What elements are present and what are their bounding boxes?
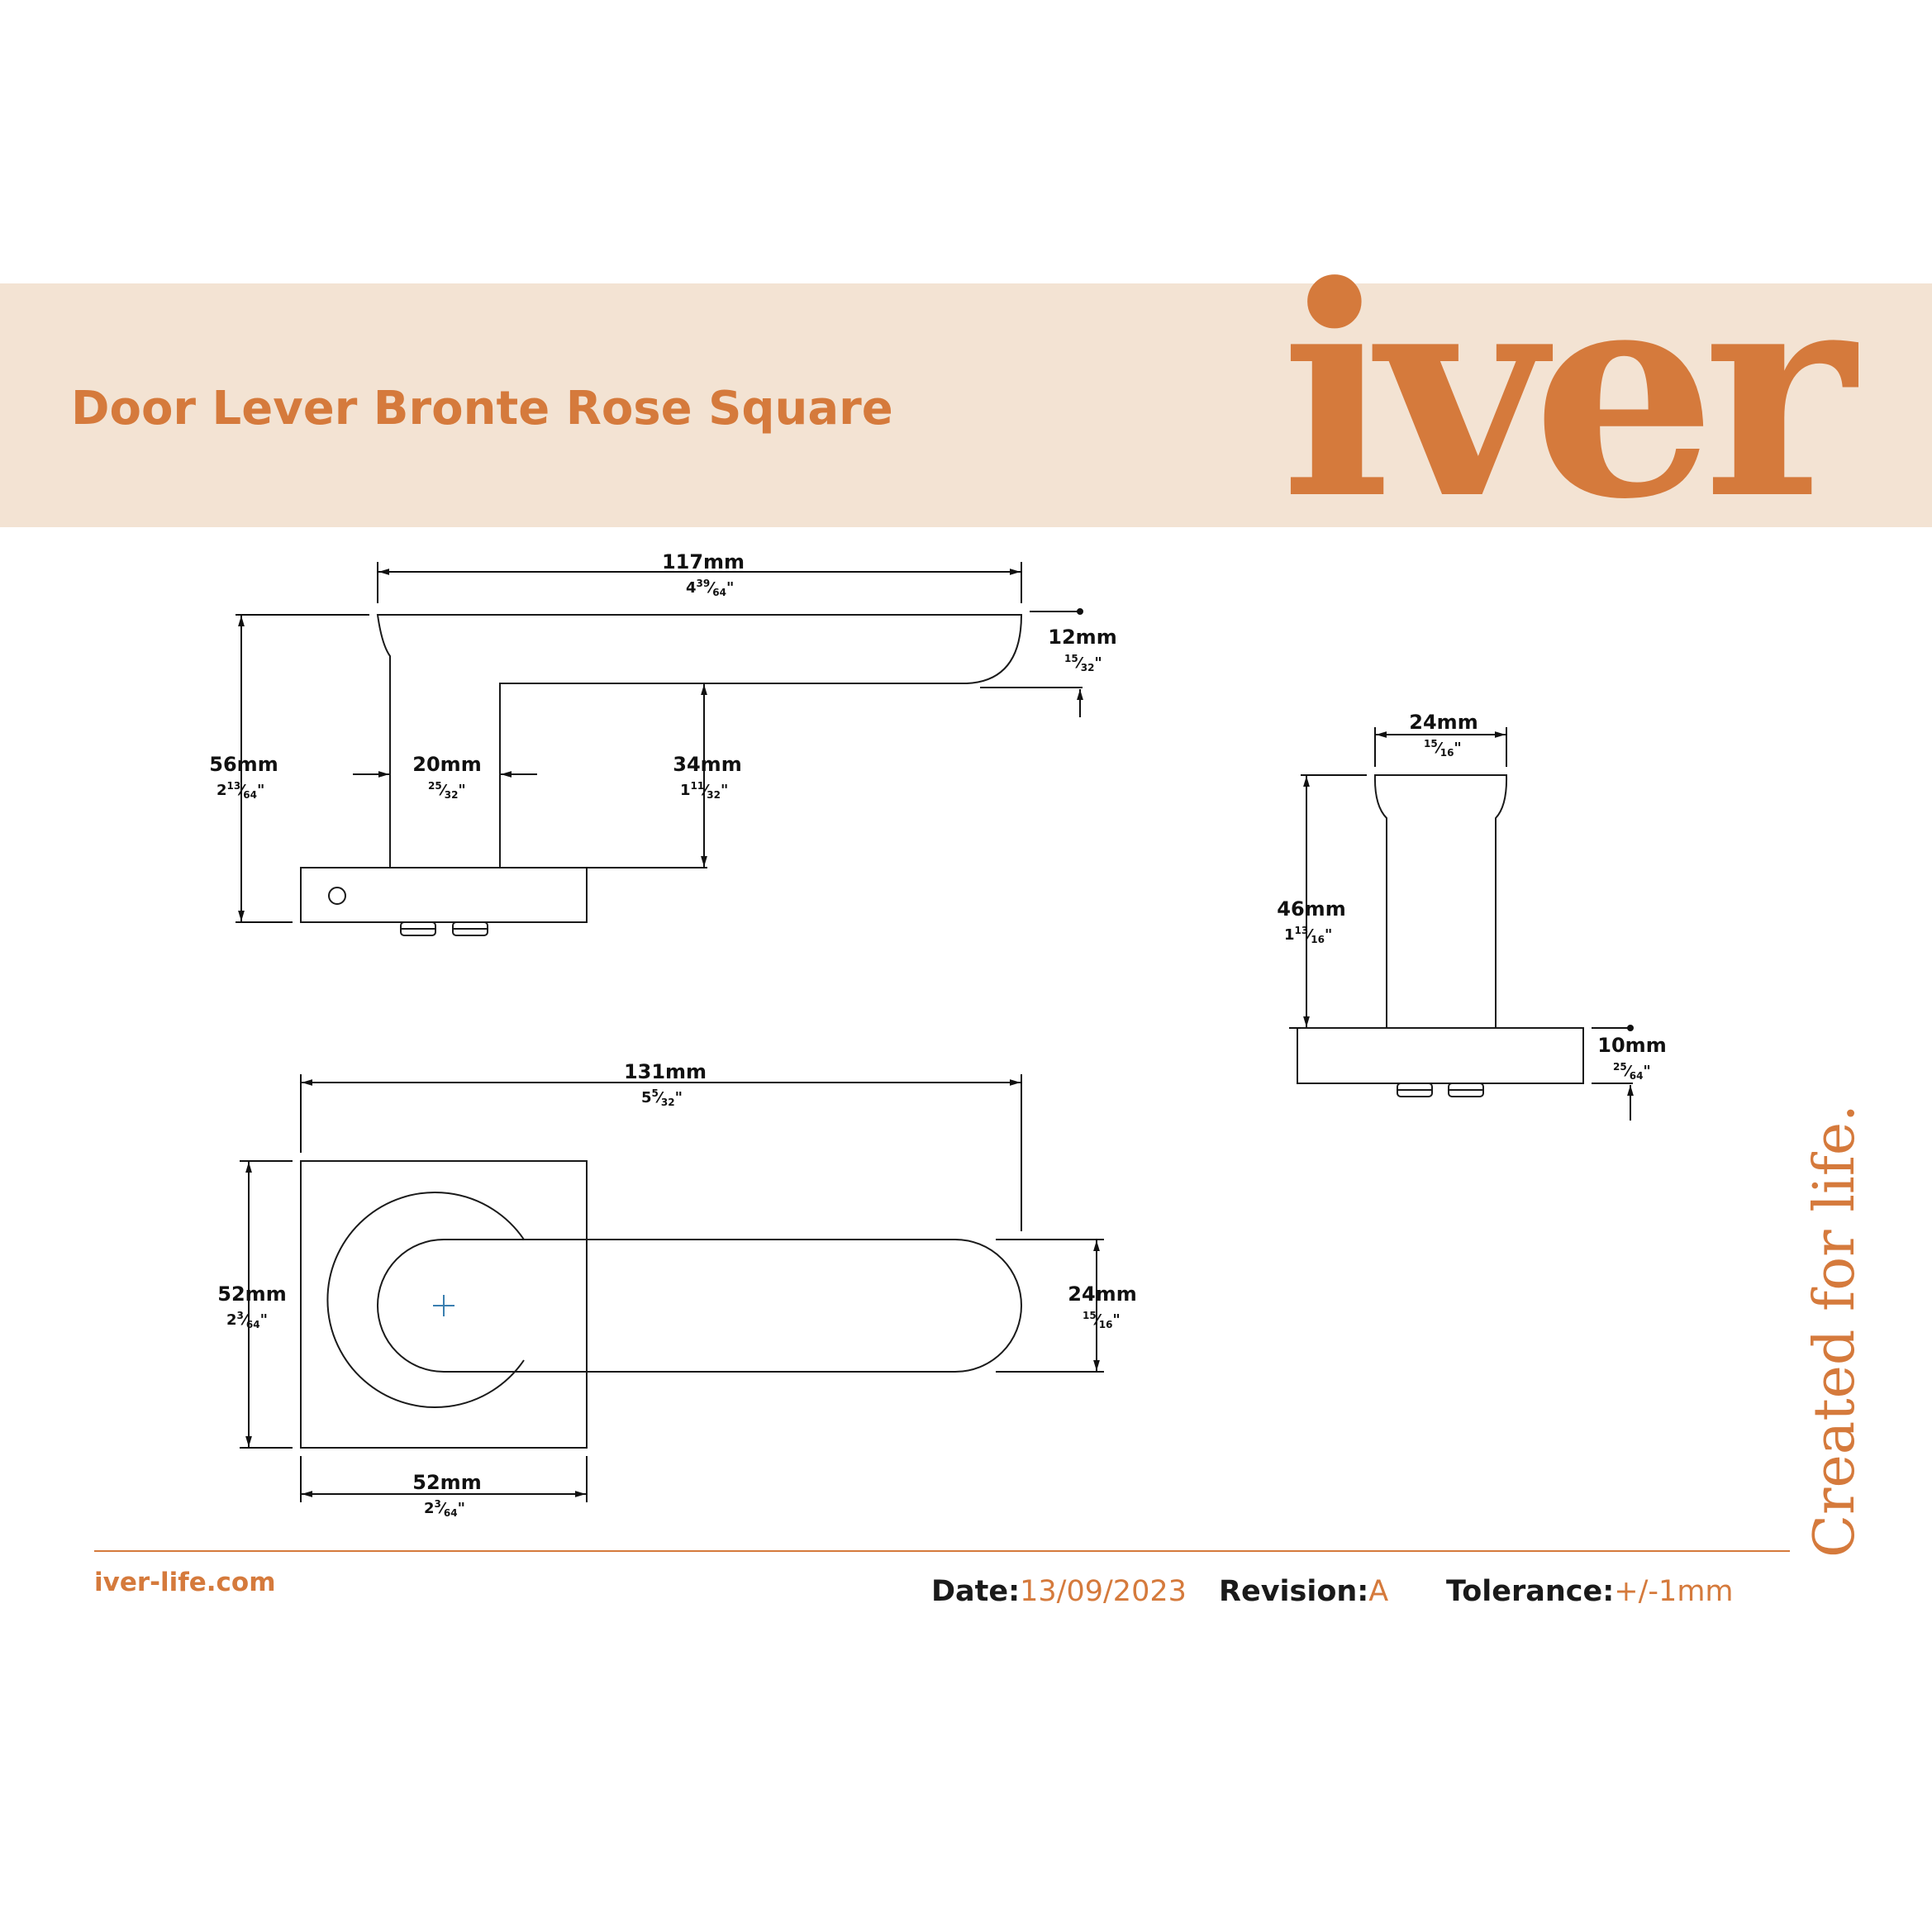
dimension-label-side-length: 117mm 439⁄64" bbox=[662, 550, 745, 598]
date-label: Date: bbox=[931, 1575, 1021, 1608]
top-lever-outline bbox=[377, 1239, 1022, 1373]
tolerance-field: Tolerance:+/-1mm bbox=[1446, 1575, 1734, 1608]
svg-text:15⁄32": 15⁄32" bbox=[1064, 653, 1102, 673]
svg-text:24mm: 24mm bbox=[1068, 1282, 1136, 1306]
tolerance-label: Tolerance: bbox=[1446, 1575, 1615, 1608]
dimension-label-side-tip: 12mm 15⁄32" bbox=[1048, 626, 1116, 673]
side-view-dimension-lines bbox=[236, 562, 1083, 923]
svg-text:56mm: 56mm bbox=[209, 753, 278, 776]
svg-text:23⁄64": 23⁄64" bbox=[226, 1310, 268, 1330]
page-title: Door Lever Bronte Rose Square bbox=[71, 382, 893, 435]
svg-text:117mm: 117mm bbox=[662, 550, 745, 573]
svg-text:10mm: 10mm bbox=[1597, 1034, 1666, 1057]
revision-field: Revision:A bbox=[1219, 1575, 1388, 1608]
svg-text:24mm: 24mm bbox=[1409, 711, 1478, 734]
svg-text:23⁄64": 23⁄64" bbox=[424, 1498, 465, 1519]
side-view bbox=[300, 614, 1023, 936]
dimension-label-end-rose: 10mm 25⁄64" bbox=[1597, 1034, 1666, 1082]
footer-divider bbox=[94, 1550, 1790, 1552]
end-view bbox=[1297, 774, 1584, 1097]
top-view-dimension-lines bbox=[240, 1074, 1104, 1502]
dimension-label-side-height: 56mm 213⁄64" bbox=[209, 753, 278, 801]
dimension-label-top-lever-width: 24mm 15⁄16" bbox=[1068, 1282, 1136, 1330]
svg-text:52mm: 52mm bbox=[217, 1282, 286, 1306]
dimension-label-top-rose-width: 52mm 23⁄64" bbox=[412, 1471, 481, 1519]
svg-text:25⁄32": 25⁄32" bbox=[428, 780, 466, 801]
end-rose bbox=[1297, 1027, 1584, 1084]
brand-logo: iver bbox=[1281, 222, 1855, 563]
website-link[interactable]: iver-life.com bbox=[94, 1568, 276, 1597]
brand-tagline: Created for life. bbox=[1802, 1104, 1868, 1558]
revision-label: Revision: bbox=[1219, 1575, 1369, 1608]
svg-text:15⁄16": 15⁄16" bbox=[1424, 738, 1462, 759]
revision-value: A bbox=[1368, 1575, 1389, 1608]
end-lever-outline bbox=[1373, 774, 1508, 1029]
svg-text:111⁄32": 111⁄32" bbox=[680, 780, 728, 801]
svg-text:20mm: 20mm bbox=[412, 753, 481, 776]
dimension-label-side-neck: 20mm 25⁄32" bbox=[412, 753, 481, 801]
side-lever-outline bbox=[376, 614, 1023, 868]
svg-text:213⁄64": 213⁄64" bbox=[217, 780, 264, 801]
side-rose-screw-hole bbox=[328, 887, 346, 905]
dimension-label-top-length: 131mm 55⁄32" bbox=[624, 1060, 707, 1108]
side-rose bbox=[300, 867, 588, 923]
top-rose-square bbox=[300, 1160, 588, 1449]
top-view bbox=[300, 1160, 1022, 1449]
svg-text:46mm: 46mm bbox=[1277, 897, 1345, 921]
top-rose-disc bbox=[326, 1192, 525, 1408]
svg-text:113⁄16": 113⁄16" bbox=[1284, 925, 1332, 945]
svg-text:131mm: 131mm bbox=[624, 1060, 707, 1083]
date-value: 13/09/2023 bbox=[1020, 1575, 1187, 1608]
dimension-label-top-rose-height: 52mm 23⁄64" bbox=[217, 1282, 286, 1330]
dimension-label-side-gap: 34mm 111⁄32" bbox=[673, 753, 741, 801]
svg-text:34mm: 34mm bbox=[673, 753, 741, 776]
header-banner bbox=[0, 283, 1932, 527]
svg-text:12mm: 12mm bbox=[1048, 626, 1116, 649]
end-view-dimension-lines bbox=[1289, 727, 1634, 1121]
date-field: Date:13/09/2023 bbox=[931, 1575, 1187, 1608]
dimension-label-end-height: 46mm 113⁄16" bbox=[1277, 897, 1345, 945]
svg-text:52mm: 52mm bbox=[412, 1471, 481, 1494]
svg-text:25⁄64": 25⁄64" bbox=[1613, 1061, 1651, 1082]
dimension-label-end-width: 24mm 15⁄16" bbox=[1409, 711, 1478, 759]
svg-text:15⁄16": 15⁄16" bbox=[1083, 1310, 1121, 1330]
tolerance-value: +/-1mm bbox=[1614, 1575, 1734, 1608]
svg-text:55⁄32": 55⁄32" bbox=[641, 1087, 683, 1108]
svg-text:439⁄64": 439⁄64" bbox=[686, 578, 734, 598]
